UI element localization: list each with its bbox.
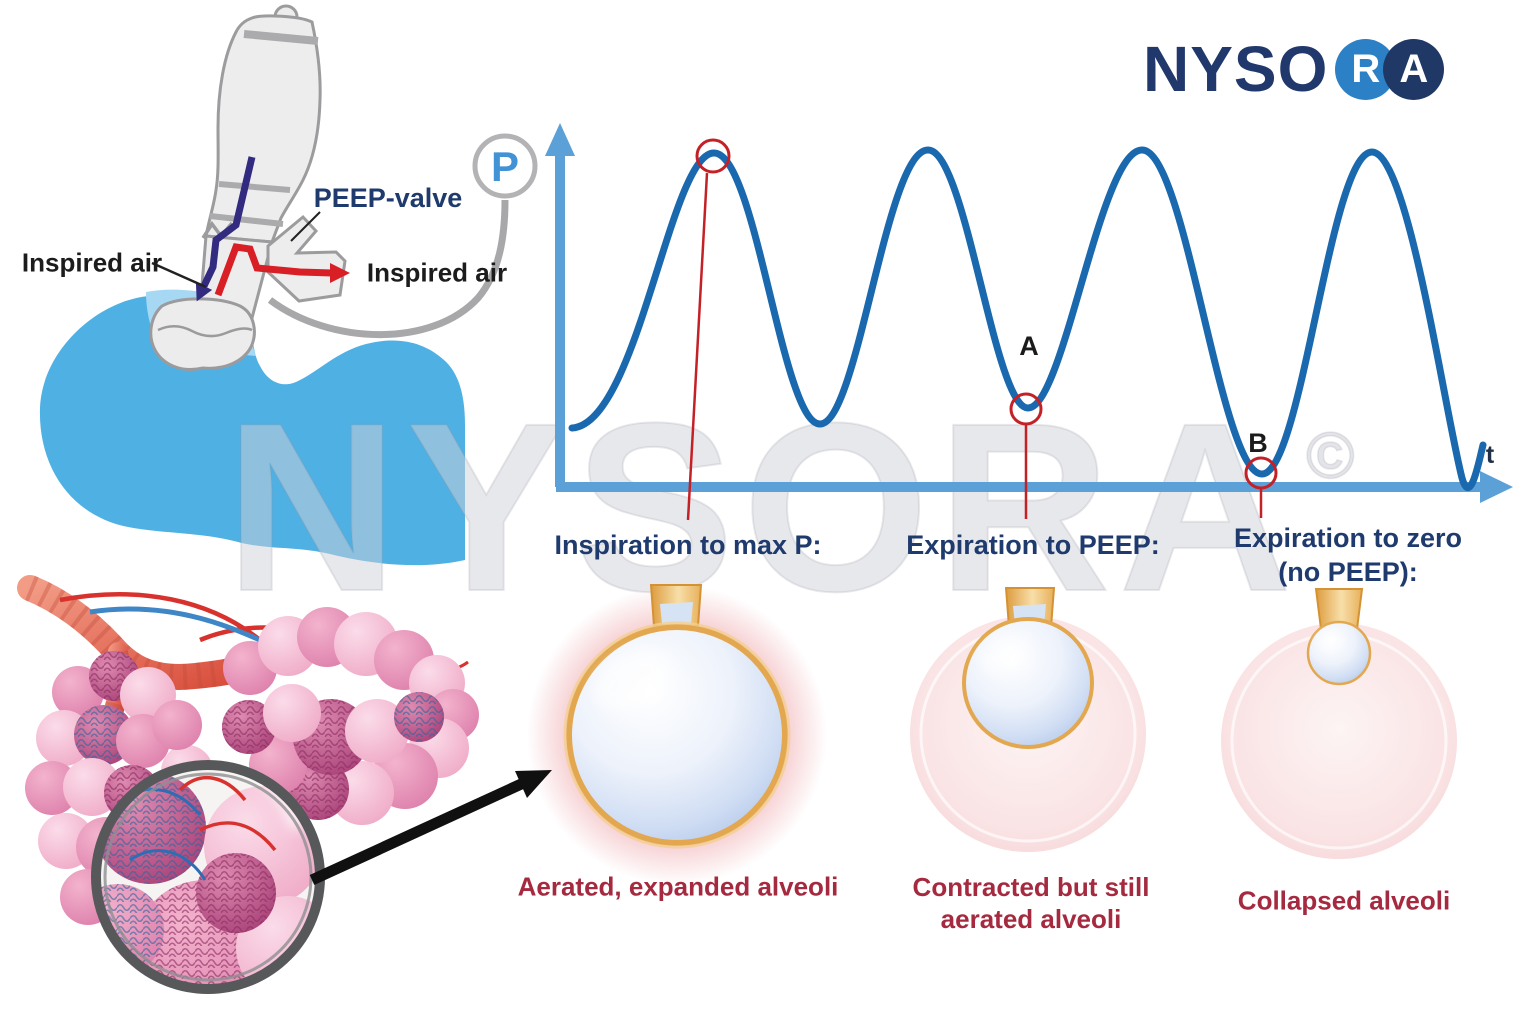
- watermark-copyright: ©: [1306, 418, 1355, 492]
- alveolus-expanded: [527, 584, 827, 885]
- inspired-air-down-arrow: [200, 156, 256, 288]
- annotation-peep: Expiration to PEEP:: [906, 529, 1160, 560]
- time-axis-label: t: [1485, 441, 1495, 469]
- caption-expanded: Aerated, expanded alveoli: [517, 871, 839, 902]
- inspired-air-right-arrow: [214, 243, 333, 297]
- inspired-air-left-label: Inspired air: [21, 247, 163, 278]
- label-pointer-line: [290, 211, 321, 242]
- alveolus-collapsed: [1221, 588, 1457, 859]
- alveolus-contracted: [910, 587, 1146, 852]
- marker-circle-a: [1009, 392, 1043, 426]
- logo-badge-a: A: [1383, 39, 1445, 100]
- pressure-curve: [568, 146, 1487, 491]
- watermark-text: NYSORA: [225, 373, 1300, 641]
- peep-valve-label: PEEP-valve: [313, 182, 463, 213]
- label-pointer-line: [151, 261, 207, 289]
- peep-valve-shape: [266, 214, 347, 303]
- logo-text: NYSO: [1143, 33, 1329, 105]
- magnifier: [91, 760, 552, 994]
- flow-arrows: [151, 156, 350, 302]
- alveoli-3d-illustration: [17, 575, 552, 994]
- pressure-time-chart: [545, 123, 1513, 521]
- pressure-gauge-label: P: [490, 142, 520, 190]
- marker-circle-b: [1244, 456, 1278, 490]
- nysora-logo: NYSO R A: [1143, 33, 1445, 105]
- logo-badge-r-letter: R: [1351, 47, 1381, 91]
- point-b-label: B: [1248, 427, 1268, 458]
- caption-collapsed: Collapsed alveoli: [1237, 885, 1451, 916]
- logo-badge-a-letter: A: [1399, 47, 1429, 91]
- caption-contracted-line2: aerated alveoli: [940, 904, 1122, 934]
- pressure-gauge: [472, 133, 538, 199]
- annotation-zero: Expiration to zero (no PEEP):: [1198, 521, 1498, 589]
- ventilation-bag: [204, 14, 322, 244]
- residual-outline: [1221, 623, 1457, 859]
- inspired-air-right-label: Inspired air: [366, 257, 508, 288]
- caption-contracted: Contracted but still aerated alveoli: [881, 871, 1181, 935]
- annotation-max-pressure: Inspiration to max P:: [554, 529, 822, 560]
- annotation-zero-line2: (no PEEP):: [1278, 557, 1418, 587]
- marker-line-max-p: [686, 172, 709, 521]
- bronchiole: [17, 575, 255, 690]
- gauge-tube: [267, 199, 509, 339]
- magnifier-handle-arrow: [309, 775, 533, 885]
- arrowhead: [515, 770, 552, 798]
- caption-contracted-line1: Contracted but still: [912, 872, 1150, 902]
- watermark: NYSORA ©: [224, 372, 1355, 642]
- annotation-zero-line1: Expiration to zero: [1233, 523, 1463, 553]
- marker-circle-peak: [695, 138, 731, 174]
- point-a-label: A: [1019, 330, 1039, 361]
